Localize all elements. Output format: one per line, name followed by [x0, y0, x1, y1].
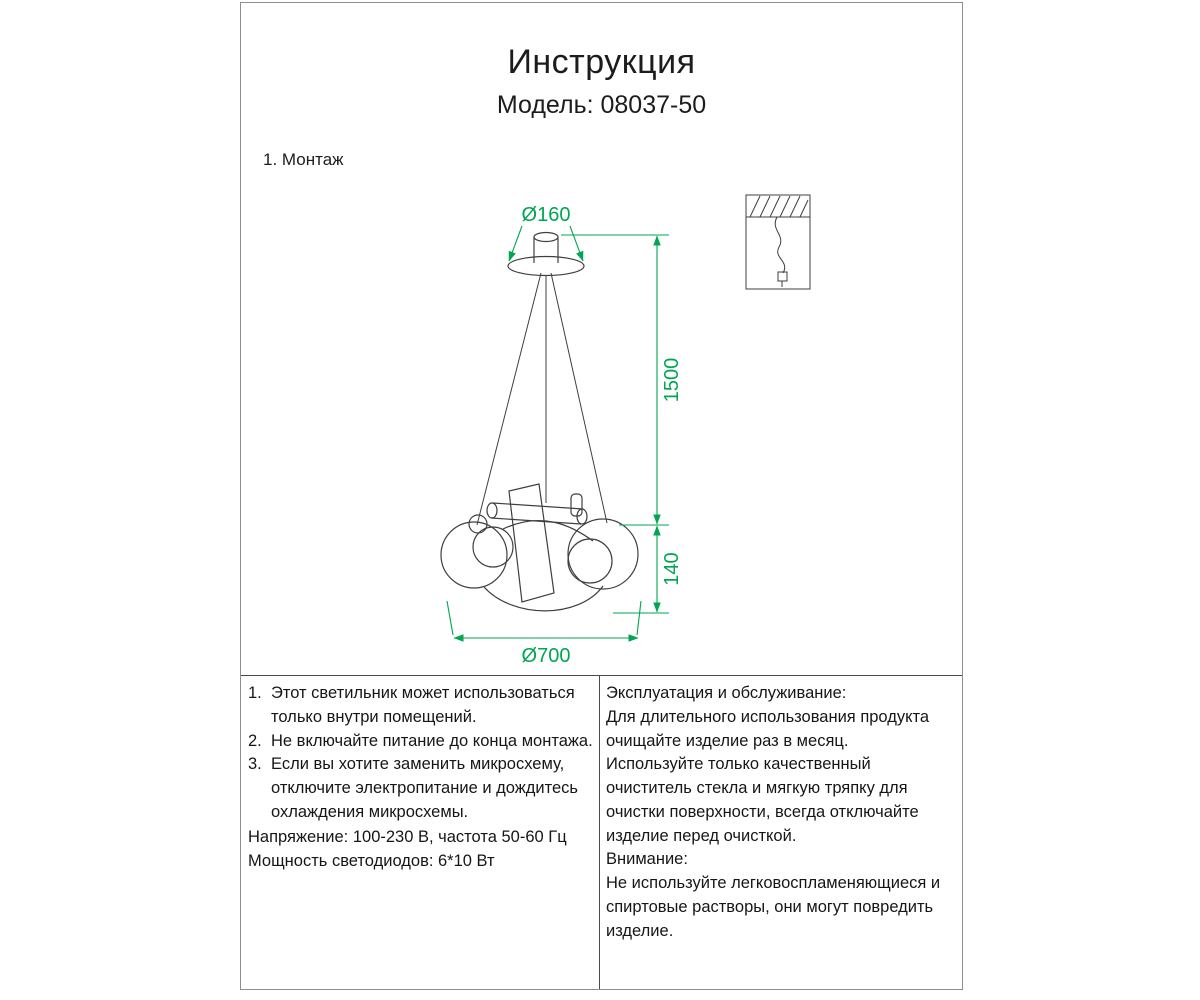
maintenance-paragraph: Используйте только качественный очистите…	[606, 755, 919, 845]
note-number: 3.	[248, 755, 262, 774]
note-item: 1. Этот светильник может использоваться …	[248, 682, 595, 730]
cable-connector	[777, 271, 788, 282]
note-text: Не включайте питание до конца монтажа.	[271, 731, 593, 750]
note-text: Этот светильник может использоваться тол…	[271, 684, 575, 726]
ceiling-mount-detail	[745, 194, 811, 290]
notes-column-right: Эксплуатация и обслуживание: Для длитель…	[600, 676, 962, 989]
maintenance-heading: Эксплуатация и обслуживание:	[606, 684, 847, 702]
instruction-page: Инструкция Модель: 08037-50 1. Монтаж	[240, 2, 963, 990]
note-text: Если вы хотите заменить микросхему, откл…	[271, 755, 579, 821]
model-number: Модель: 08037-50	[496, 91, 707, 119]
notes-table: 1. Этот светильник может использоваться …	[241, 675, 962, 989]
note-item: 3. Если вы хотите заменить микросхему, о…	[248, 753, 595, 824]
maintenance-paragraph: Для длительного использования продукта о…	[606, 707, 930, 750]
dimension-body-diameter: Ø700	[522, 645, 571, 667]
dimension-lines	[446, 225, 669, 642]
ceiling-canopy-plate	[507, 255, 585, 277]
power-spec: Мощность светодиодов: 6*10 Вт	[248, 852, 495, 871]
dimension-drop-height: 1500	[661, 358, 683, 403]
notes-column-left: 1. Этот светильник может использоваться …	[241, 676, 600, 989]
lamp-body-knot	[440, 483, 639, 612]
mounting-diagram: Ø160 1500 140 Ø700	[440, 194, 811, 667]
mount-cable	[774, 216, 786, 274]
note-number: 2.	[248, 731, 262, 750]
note-number: 1.	[248, 684, 262, 702]
dimension-labels: Ø160 1500 140 Ø700	[522, 204, 683, 667]
suspension-wire-right	[550, 272, 608, 524]
dimension-canopy-diameter: Ø160	[522, 204, 571, 226]
voltage-spec: Напряжение: 100-230 В, частота 50-60 Гц	[248, 827, 567, 846]
section-mounting-label: 1. Монтаж	[263, 150, 344, 169]
page-title: Инструкция	[507, 43, 696, 81]
note-item: 2. Не включайте питание до конца монтажа…	[248, 730, 595, 754]
suspension-wire-left	[476, 272, 542, 526]
pendant-lamp-drawing	[440, 231, 639, 612]
warning-text: Не используйте легковоспламеняющиеся и с…	[606, 874, 941, 940]
canopy-cylinder-top	[533, 231, 559, 243]
warning-heading: Внимание:	[606, 850, 688, 869]
dimension-body-height: 140	[661, 552, 683, 585]
